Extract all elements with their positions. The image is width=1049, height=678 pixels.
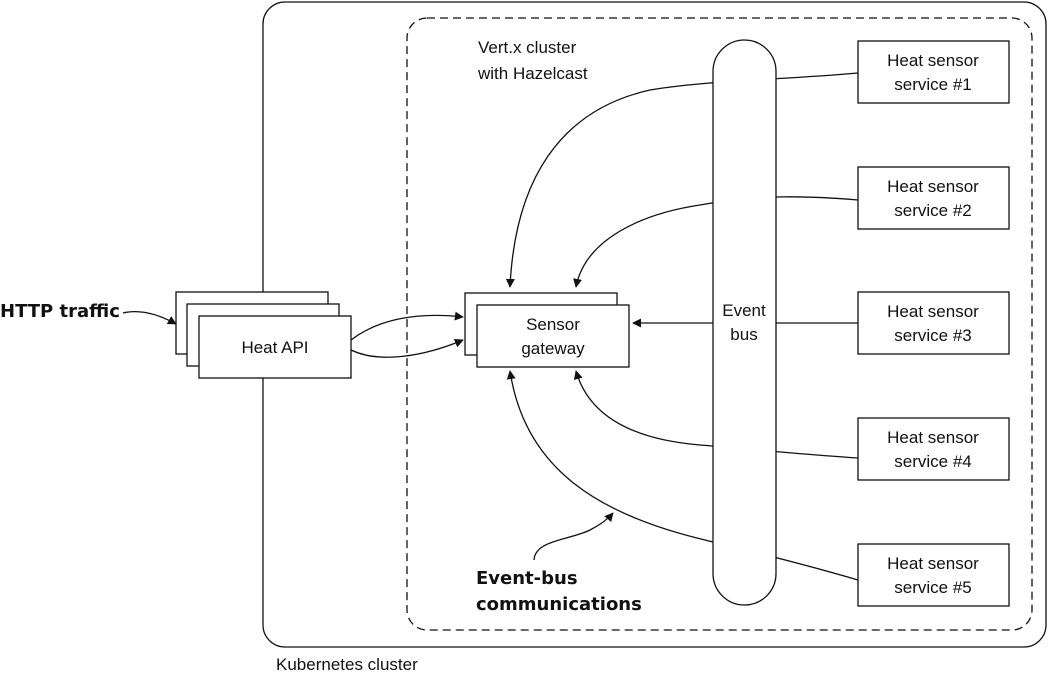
heat-api-box (198, 315, 352, 379)
heat-api-to-gateway-arrow-2 (350, 338, 464, 358)
heat-sensor-service-4-line2: service #4 (894, 452, 971, 471)
kubernetes-cluster-label: Kubernetes cluster (276, 655, 418, 674)
sensor-gateway-box (476, 304, 630, 368)
heat-sensor-service-1-line2: service #1 (894, 75, 971, 94)
heat-sensor-service-5-line1: Heat sensor (887, 554, 979, 573)
heat-sensor-service-3-line1: Heat sensor (887, 302, 979, 321)
heat-sensor-service-2-line2: service #2 (894, 201, 971, 220)
sensor-gateway-label-line1: Sensor (526, 315, 580, 334)
sensor-gateway-label-line2: gateway (521, 339, 585, 358)
event-bus (712, 39, 777, 606)
event-bus-label-line2: bus (730, 325, 757, 344)
event-bus-label-line1: Event (722, 301, 766, 320)
sensor-2-connection (573, 196, 859, 288)
heat-sensor-service-2-line1: Heat sensor (887, 177, 979, 196)
heat-sensor-service-3-line2: service #3 (894, 326, 971, 345)
event-bus-communications-arrow (533, 512, 614, 561)
heat-api-label: Heat API (241, 338, 308, 357)
sensor-5-connection (506, 370, 859, 581)
heat-sensor-service-5-line2: service #5 (894, 578, 971, 597)
heat-sensor-service-3: Heat sensor service #3 (857, 291, 1010, 355)
heat-sensor-service-2: Heat sensor service #2 (857, 166, 1010, 230)
heat-sensor-service-4: Heat sensor service #4 (857, 417, 1010, 481)
event-bus-communications-label-line1: Event-bus (476, 568, 578, 589)
heat-sensor-service-5: Heat sensor service #5 (857, 543, 1010, 607)
heat-sensor-service-1-line1: Heat sensor (887, 51, 979, 70)
sensor-1-connection (505, 72, 859, 288)
event-bus-communications-label-line2: communications (476, 594, 642, 615)
http-traffic-arrow (122, 310, 177, 325)
vertx-cluster-label-line2: with Hazelcast (477, 64, 588, 83)
sensor-gateway-stack: Sensor gateway (464, 292, 630, 368)
heat-api-stack: Heat API (175, 291, 352, 379)
vertx-cluster-label-line1: Vert.x cluster (478, 38, 577, 57)
heat-sensor-service-4-line1: Heat sensor (887, 428, 979, 447)
heat-api-to-gateway-arrow-1 (350, 311, 464, 341)
heat-sensor-service-1: Heat sensor service #1 (857, 40, 1010, 104)
vertx-cluster-boundary (406, 17, 1033, 631)
http-traffic-label: HTTP traffic (0, 301, 120, 322)
sensor-4-connection (573, 370, 859, 459)
